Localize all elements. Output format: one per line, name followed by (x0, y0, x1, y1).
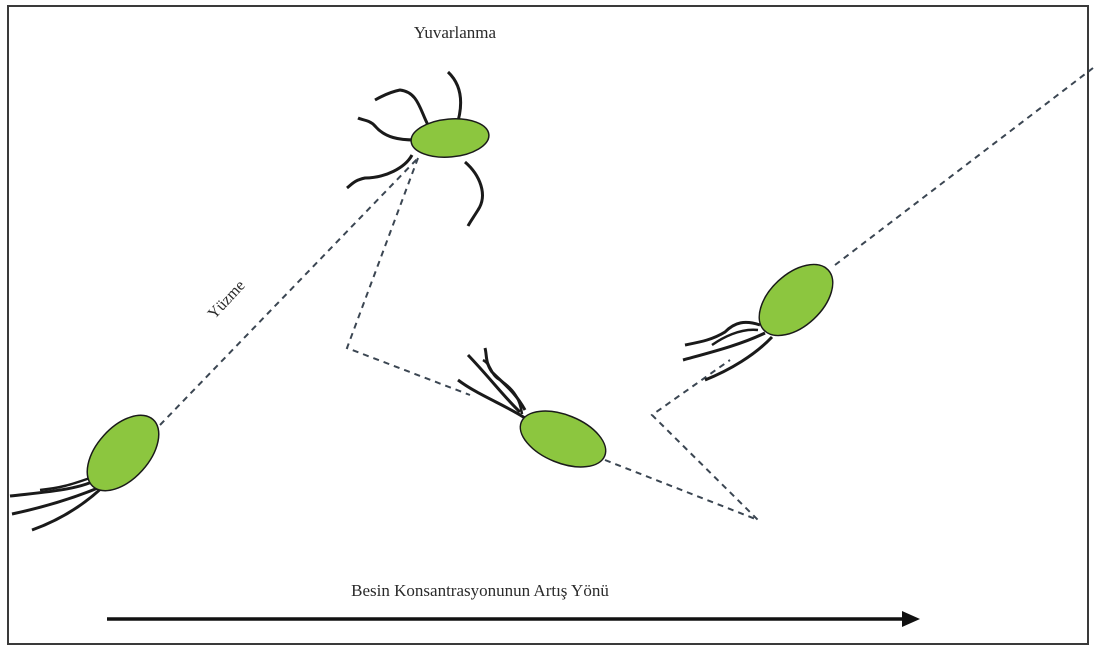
flagellum (685, 322, 760, 345)
flagellum (375, 90, 428, 125)
bacterium-tumbling (347, 72, 491, 226)
gradient-direction-arrow (107, 611, 920, 627)
swim-path-1 (160, 158, 418, 425)
swim-path-4 (835, 68, 1093, 265)
tumble-label: Yuvarlanma (414, 23, 497, 42)
figure-frame (8, 6, 1088, 644)
flagellum (358, 118, 415, 140)
bacterium-swimming-3 (683, 251, 846, 380)
cell-body (74, 402, 173, 504)
bacterium-swimming-2 (458, 348, 614, 478)
cell-body (512, 400, 613, 478)
flagellum (712, 330, 758, 345)
bacterium-swimming-1 (10, 402, 172, 530)
flagellum (458, 380, 525, 418)
arrow-head-icon (902, 611, 920, 627)
swim-label: Yüzme (205, 277, 249, 322)
flagellum (347, 155, 412, 188)
flagellum (468, 355, 520, 412)
cell-body (409, 116, 490, 161)
gradient-arrow-label: Besin Konsantrasyonunun Artış Yönü (351, 581, 609, 600)
flagellum (465, 162, 482, 226)
swim-path-3 (605, 360, 758, 520)
swim-path-2 (347, 158, 470, 395)
